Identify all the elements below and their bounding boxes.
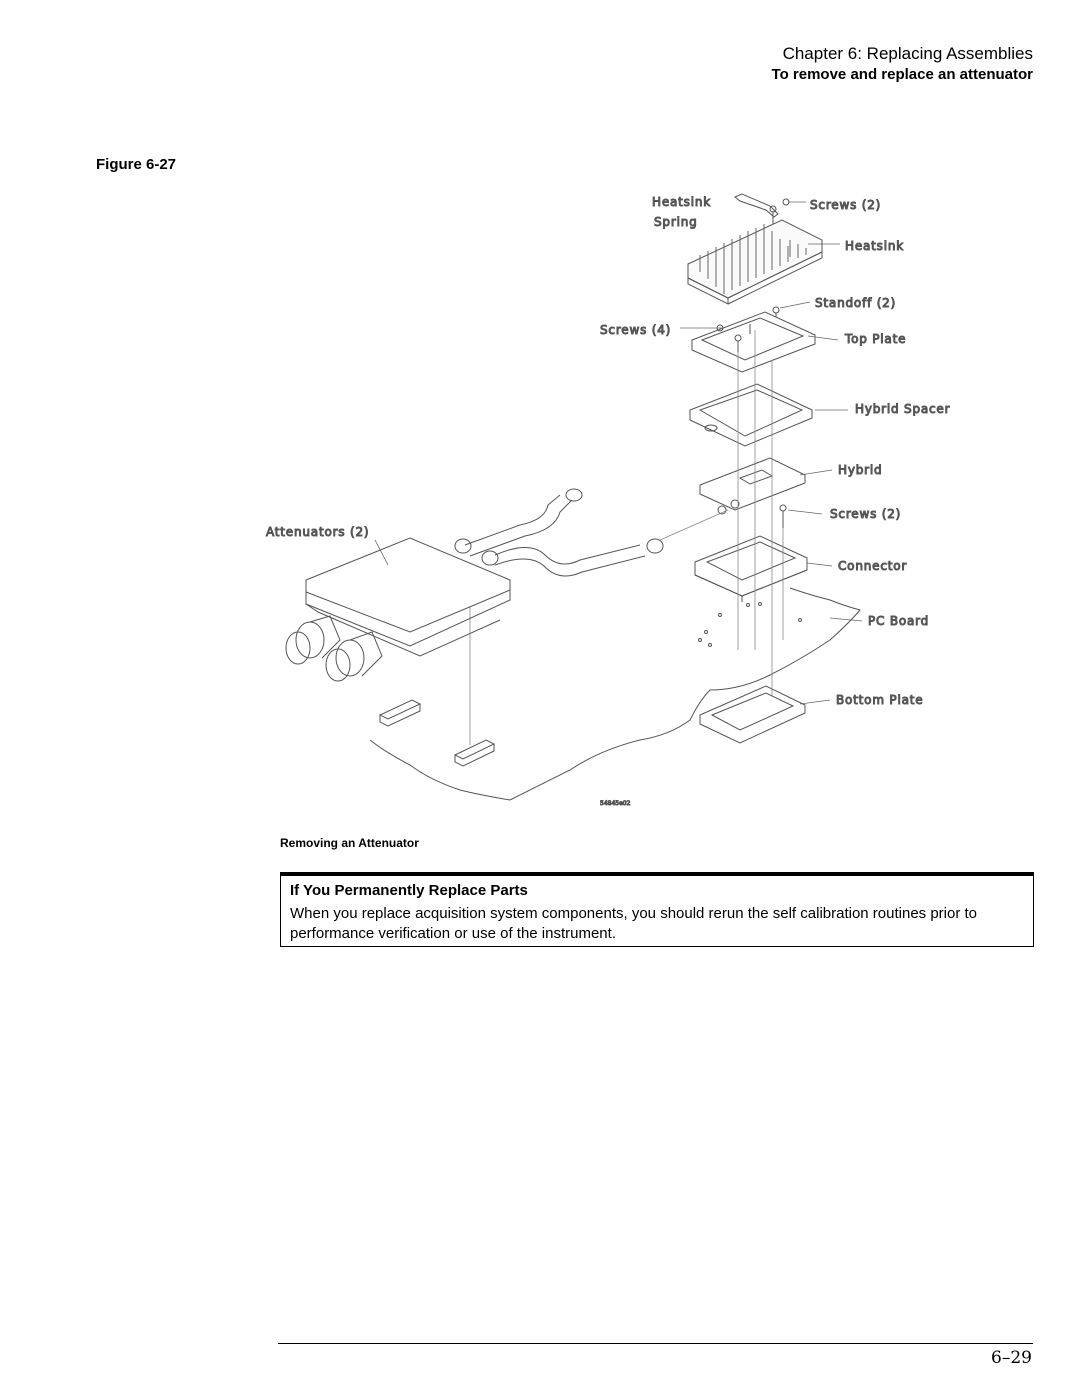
callout-heatsink: Heatsink bbox=[845, 239, 904, 253]
note-box: If You Permanently Replace Parts When yo… bbox=[280, 872, 1034, 947]
footer-rule bbox=[278, 1343, 1033, 1344]
attenuators bbox=[285, 537, 511, 682]
chapter-header: Chapter 6: Replacing Assemblies bbox=[782, 44, 1033, 63]
figure-caption: Removing an Attenuator bbox=[280, 836, 419, 850]
heatsink bbox=[687, 219, 823, 305]
drawing-id: 54845e02 bbox=[600, 800, 631, 807]
callout-bottom-plate: Bottom Plate bbox=[836, 693, 923, 707]
callout-connector: Connector bbox=[838, 559, 907, 573]
section-header: To remove and replace an attenuator bbox=[771, 66, 1033, 83]
spacer-blocks bbox=[378, 699, 496, 767]
pc-board bbox=[369, 587, 861, 801]
hybrid-spacer bbox=[689, 383, 813, 447]
callout-top-plate: Top Plate bbox=[844, 332, 906, 346]
connector bbox=[694, 535, 808, 602]
callout-pc-board: PC Board bbox=[868, 614, 929, 628]
callout-standoff: Standoff (2) bbox=[815, 296, 896, 310]
callout-heatsink-spring-2: Spring bbox=[654, 215, 698, 229]
exploded-assembly-diagram: Heatsink Spring Screws (2) Heatsink Stan… bbox=[0, 180, 1080, 820]
bottom-plate bbox=[699, 685, 806, 744]
middle-screws bbox=[779, 504, 787, 528]
semi-rigid-cables bbox=[454, 488, 664, 577]
callout-hybrid-spacer: Hybrid Spacer bbox=[855, 402, 950, 416]
callout-hybrid: Hybrid bbox=[838, 463, 882, 477]
page-number: 6–29 bbox=[991, 1348, 1032, 1368]
note-title: If You Permanently Replace Parts bbox=[290, 882, 528, 899]
top-plate bbox=[691, 311, 816, 373]
callout-attenuators: Attenuators (2) bbox=[266, 525, 369, 539]
callout-screws-top: Screws (2) bbox=[810, 198, 881, 212]
note-body: When you replace acquisition system comp… bbox=[290, 905, 978, 942]
callout-heatsink-spring-1: Heatsink bbox=[652, 195, 711, 209]
alignment-lines bbox=[469, 330, 784, 745]
hybrid bbox=[699, 457, 806, 515]
heatsink-spring bbox=[734, 193, 779, 218]
callout-screws-mid: Screws (2) bbox=[830, 507, 901, 521]
leader-lines bbox=[374, 201, 863, 705]
callout-screws-4: Screws (4) bbox=[600, 323, 671, 337]
figure-label: Figure 6-27 bbox=[96, 156, 177, 173]
top-screws bbox=[769, 198, 790, 224]
